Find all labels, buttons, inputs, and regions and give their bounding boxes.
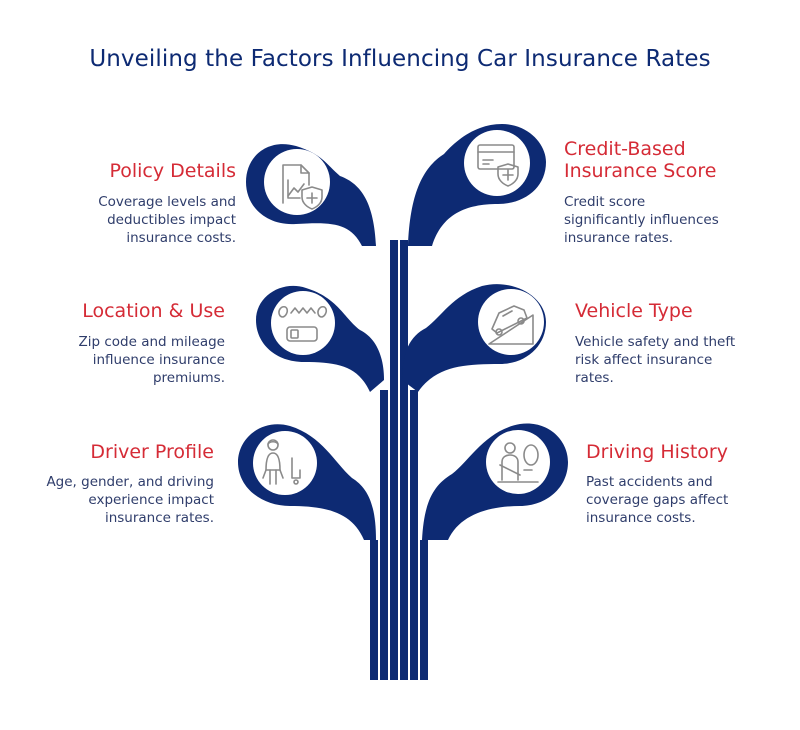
leaf-policy-details (246, 144, 376, 246)
desc-line: Zip code and mileage (78, 334, 225, 350)
desc-line: risk affect insurance (575, 352, 713, 368)
desc-line: coverage gaps affect (586, 492, 729, 508)
desc-line: insurance costs. (126, 230, 236, 246)
heading-line: Credit-Based (564, 138, 686, 160)
desc-line: Credit score (564, 194, 646, 210)
heading-credit-score: Credit-Based Insurance Score (564, 138, 716, 182)
leaf-location-use (256, 285, 384, 392)
stem-bundle (370, 240, 428, 680)
stem-strip (400, 240, 408, 680)
heading-policy-details: Policy Details (109, 160, 236, 182)
desc-credit-score: Credit score significantly influences in… (564, 193, 719, 247)
heading-location-use: Location & Use (82, 300, 225, 322)
desc-line: insurance costs. (586, 510, 696, 526)
stem-strip (370, 540, 378, 680)
desc-line: rates. (575, 370, 614, 386)
desc-driver-profile: Age, gender, and driving experience impa… (46, 473, 214, 527)
stem-strip (390, 240, 398, 680)
leaf-circle (464, 130, 530, 196)
desc-line: premiums. (152, 370, 225, 386)
desc-line: Coverage levels and (98, 194, 236, 210)
heading-driver-profile: Driver Profile (90, 441, 214, 463)
stem-strip (420, 540, 428, 680)
leaf-circle (264, 149, 330, 215)
leaf-driving-history (422, 423, 568, 540)
desc-policy-details: Coverage levels and deductibles impact i… (98, 193, 236, 247)
chart-shield-icon (282, 164, 323, 210)
leaf-credit-score (408, 124, 546, 246)
leaf-circle (271, 291, 335, 355)
desc-location-use: Zip code and mileage influence insurance… (78, 333, 225, 387)
desc-line: insurance rates. (564, 230, 674, 246)
heading-line: Insurance Score (564, 160, 717, 182)
driver-person-icon (262, 439, 301, 485)
desc-line: influence insurance (92, 352, 225, 368)
desc-line: experience impact (88, 492, 214, 508)
heading-vehicle-type: Vehicle Type (575, 300, 693, 322)
desc-line: significantly influences (564, 212, 719, 228)
desc-line: insurance rates. (104, 510, 214, 526)
leaf-driver-profile (238, 424, 376, 540)
leaf-vehicle-type (402, 284, 546, 392)
driver-seat-icon (497, 442, 539, 483)
car-incline-icon (488, 305, 534, 345)
desc-line: Past accidents and (586, 474, 713, 490)
desc-driving-history: Past accidents and coverage gaps affect … (586, 473, 728, 527)
desc-line: deductibles impact (107, 212, 236, 228)
stem-strip (410, 390, 418, 680)
credit-card-shield-icon (477, 144, 519, 187)
leaf-circle (478, 289, 544, 355)
desc-vehicle-type: Vehicle safety and theft risk affect ins… (575, 333, 735, 387)
desc-line: Age, gender, and driving (46, 474, 214, 490)
heading-driving-history: Driving History (586, 441, 728, 463)
desc-line: Vehicle safety and theft (575, 334, 736, 350)
map-route-icon (278, 305, 328, 342)
stem-strip (380, 390, 388, 680)
leaf-circle (253, 431, 317, 495)
page-title: Unveiling the Factors Influencing Car In… (89, 46, 711, 72)
